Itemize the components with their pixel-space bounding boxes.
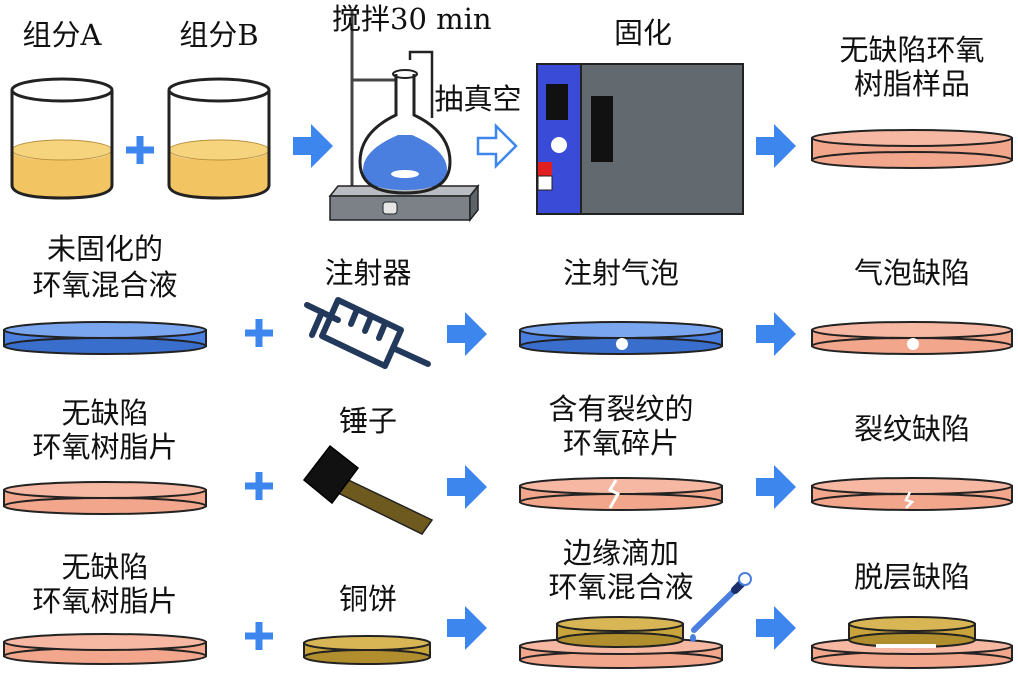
disk-icon: [3, 481, 207, 515]
plus-icon: [245, 319, 273, 347]
plus-icon: [126, 136, 154, 164]
label-input-4-line1: 无缺陷: [61, 550, 149, 584]
disk-icon: [811, 129, 1013, 169]
disk-icon: [811, 321, 1013, 355]
label-input-4-line2: 环氧树脂片: [32, 584, 178, 618]
arrow-right-icon: [447, 465, 487, 509]
disk-icon: [519, 616, 723, 669]
plus-icon: [245, 622, 273, 650]
label-copper-cake: 铜饼: [338, 582, 397, 616]
label-process-4-line2: 环氧混合液: [548, 570, 694, 604]
label-result-4: 脱层缺陷: [853, 560, 970, 594]
disk-icon: [811, 477, 1013, 511]
arrow-right-icon: [756, 124, 796, 168]
disk-icon: [811, 616, 1013, 669]
plus-icon: [245, 472, 273, 500]
disk-icon: [3, 633, 207, 665]
label-result-3: 裂纹缺陷: [853, 412, 970, 446]
label-result-1-line2: 树脂样品: [853, 67, 970, 101]
arrow-right-icon: [447, 606, 487, 650]
disk-icon: [519, 477, 723, 511]
label-process-3-line2: 环氧碎片: [562, 426, 679, 460]
label-input-3-line1: 无缺陷: [61, 396, 149, 430]
label-process-2: 注射气泡: [562, 256, 679, 290]
label-cure: 固化: [613, 16, 672, 50]
label-process-3-line1: 含有裂纹的: [548, 392, 694, 426]
label-syringe: 注射器: [324, 256, 412, 290]
arrow-right-icon: [293, 124, 333, 168]
syringe-icon: [304, 297, 431, 369]
dropper-icon: [690, 572, 752, 642]
arrow-outline-icon: [476, 122, 518, 170]
label-vacuum: 抽真空: [434, 82, 522, 116]
label-stir: 搅拌30 min: [332, 2, 492, 36]
arrow-right-icon: [756, 312, 796, 356]
label-component-a: 组分A: [22, 18, 102, 52]
oven-icon: [536, 63, 744, 215]
disk-icon: [519, 321, 723, 355]
beaker-icon: [167, 77, 271, 200]
label-hammer: 锤子: [338, 404, 397, 438]
flask-icon: [328, 10, 480, 223]
label-input-2-line1: 未固化的: [46, 232, 163, 266]
label-input-3-line2: 环氧树脂片: [32, 430, 178, 464]
arrow-right-icon: [756, 606, 796, 650]
label-input-2-line2: 环氧混合液: [32, 268, 178, 302]
hammer-icon: [302, 444, 434, 535]
disk-icon: [303, 635, 431, 665]
arrow-right-icon: [447, 312, 487, 356]
arrow-right-icon: [756, 465, 796, 509]
label-result-1-line1: 无缺陷环氧: [839, 33, 985, 67]
beaker-icon: [10, 77, 114, 200]
label-component-b: 组分B: [179, 18, 259, 52]
disk-icon: [3, 321, 207, 355]
label-process-4-line1: 边缘滴加: [562, 536, 679, 570]
label-result-2: 气泡缺陷: [853, 256, 970, 290]
